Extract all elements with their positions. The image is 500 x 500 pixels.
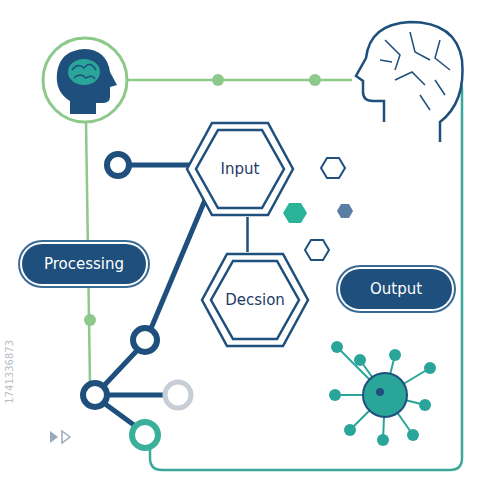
head-circle [43,38,127,122]
watermark-number: 1741336873 [4,340,15,404]
hexagon-node: Input [185,121,295,217]
connector-line [246,217,249,252]
small-hexagon [337,204,353,218]
head-outline [356,22,463,142]
node-text: Input [221,160,260,178]
node-text: Processing [44,255,124,273]
network-circle [83,383,107,407]
network-dot [377,434,389,446]
network-dot [354,354,366,366]
pill-node: Output [340,269,452,309]
hexagon-outer [187,123,293,215]
node-text: Decsion [225,291,285,309]
teal-frame-line [150,78,462,470]
network-dot [344,424,356,436]
hexagon-outer [202,254,308,346]
green-dot [84,314,96,326]
hexagon-node: Decsion [200,252,310,348]
brain-icon [68,59,100,85]
teal-circle [132,422,158,448]
green-dot [309,74,321,86]
network-dot [424,362,436,374]
brain-lines [380,32,450,110]
small-hexagon [283,203,307,223]
small-hexagon [321,158,345,178]
network-dot [389,349,401,361]
network-dot [419,399,431,411]
hexagon-inner [211,261,299,339]
play-symbol [50,431,58,443]
play-symbol [62,431,70,443]
hub-dot [376,388,384,396]
network-dot [331,341,343,353]
hexagon-inner [196,130,284,208]
grey-circle [165,382,191,408]
network-dot [407,429,419,441]
network-hub [363,373,407,417]
pill-node: Processing [22,244,146,284]
network-circle [107,154,129,176]
head-silhouette [57,49,117,114]
small-hexagon [305,240,329,260]
network-lines [95,165,205,428]
network-dot [329,389,341,401]
network-spokes [335,347,430,440]
node-text: Output [370,280,422,298]
green-dot [212,74,224,86]
network-circle [133,328,157,352]
brain-folds [72,64,96,79]
